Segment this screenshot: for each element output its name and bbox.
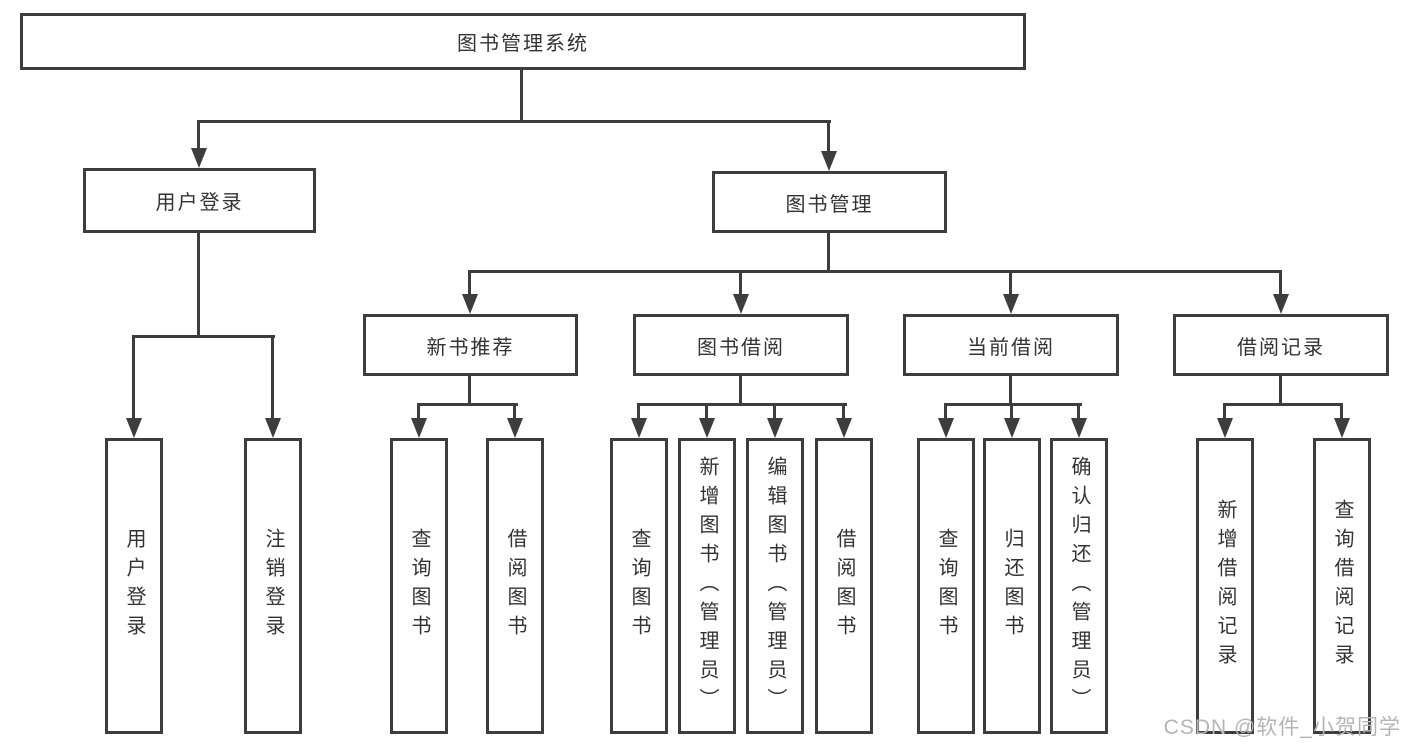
leaf-query-books-borrowing: 查询图书 [610, 438, 668, 734]
node-label: 借阅记录 [1237, 336, 1325, 359]
node-library-management-system: 图书管理系统 [20, 13, 1026, 70]
node-label: 借阅图书 [504, 528, 526, 644]
arrow-down-icon [1003, 294, 1019, 314]
leaf-return-books: 归还图书 [983, 438, 1041, 734]
connector-line [197, 233, 200, 338]
connector-line [637, 403, 847, 406]
arrow-down-icon [836, 418, 852, 438]
connector-line [513, 403, 516, 418]
connector-line [468, 376, 471, 406]
node-book-borrowing: 图书借阅 [633, 314, 849, 376]
connector-line [1223, 403, 1226, 418]
arrow-down-icon [1273, 294, 1289, 314]
node-label: 查询图书 [408, 528, 430, 644]
node-label: 图书管理 [785, 193, 874, 216]
connector-line [773, 403, 776, 418]
node-label: 确认归还（管理员） [1068, 455, 1090, 717]
leaf-edit-books-admin: 编辑图书（管理员） [746, 438, 804, 734]
node-label: 借阅图书 [833, 528, 855, 644]
arrow-down-icon [821, 151, 837, 171]
node-label: 新增借阅记录 [1214, 499, 1236, 673]
connector-line [468, 270, 471, 294]
arrow-down-icon [411, 418, 427, 438]
leaf-logout: 注销登录 [244, 438, 302, 734]
arrow-down-icon [1217, 418, 1233, 438]
leaf-confirm-return-admin: 确认归还（管理员） [1050, 438, 1108, 734]
leaf-query-borrow-record: 查询借阅记录 [1313, 438, 1371, 734]
connector-line [1223, 403, 1343, 406]
node-label: 新书推荐 [426, 336, 515, 359]
connector-line [1077, 403, 1080, 418]
arrow-down-icon [938, 418, 954, 438]
connector-line [132, 335, 135, 418]
node-label: 编辑图书（管理员） [764, 455, 786, 717]
connector-line [132, 335, 275, 338]
arrow-down-icon [191, 148, 207, 168]
connector-line [1010, 403, 1013, 418]
leaf-user-login: 用户登录 [105, 438, 163, 734]
connector-line [468, 270, 1282, 273]
connector-line [1009, 270, 1012, 294]
connector-line [417, 403, 518, 406]
node-label: 查询借阅记录 [1331, 499, 1353, 673]
connector-line [197, 120, 200, 152]
node-label: 图书管理系统 [457, 33, 589, 55]
connector-line [1009, 376, 1012, 406]
node-label: 用户登录 [155, 192, 244, 214]
arrow-down-icon [1004, 418, 1020, 438]
node-user-login: 用户登录 [83, 168, 316, 233]
node-label: 新增图书（管理员） [696, 455, 718, 717]
connector-line [637, 403, 640, 418]
connector-line [827, 120, 830, 153]
node-label: 注销登录 [262, 528, 284, 644]
arrow-down-icon [126, 418, 142, 438]
leaf-add-books-admin: 新增图书（管理员） [678, 438, 736, 734]
connector-line [520, 70, 523, 120]
watermark: CSDN @软件_小贺同学 [1163, 716, 1401, 739]
node-current-borrowing: 当前借阅 [903, 314, 1119, 376]
node-new-book-recommend: 新书推荐 [363, 314, 578, 376]
node-book-management: 图书管理 [712, 171, 947, 233]
connector-line [944, 403, 1082, 406]
arrow-down-icon [265, 418, 281, 438]
arrow-down-icon [507, 418, 523, 438]
connector-line [1279, 270, 1282, 294]
connector-line [739, 376, 742, 406]
node-label: 图书借阅 [697, 336, 785, 359]
connector-line [417, 403, 420, 418]
leaf-query-books-current: 查询图书 [917, 438, 975, 734]
connector-line [197, 120, 831, 123]
arrow-down-icon [767, 418, 783, 438]
connector-line [1279, 376, 1282, 406]
node-label: 归还图书 [1001, 528, 1023, 644]
node-label: 当前借阅 [967, 336, 1055, 359]
connector-line [739, 270, 742, 294]
node-label: 查询图书 [935, 528, 957, 644]
connector-line [271, 335, 274, 418]
connector-line [827, 233, 830, 273]
arrow-down-icon [462, 294, 478, 314]
leaf-borrow-books: 借阅图书 [815, 438, 873, 734]
leaf-add-borrow-record: 新增借阅记录 [1196, 438, 1254, 734]
node-borrow-records: 借阅记录 [1173, 314, 1389, 376]
connector-line [944, 403, 947, 418]
arrow-down-icon [699, 418, 715, 438]
connector-line [842, 403, 845, 418]
arrow-down-icon [1334, 418, 1350, 438]
arrow-down-icon [1071, 418, 1087, 438]
arrow-down-icon [631, 418, 647, 438]
arrow-down-icon [733, 294, 749, 314]
leaf-borrow-books-recommend: 借阅图书 [486, 438, 544, 734]
leaf-query-books-recommend: 查询图书 [390, 438, 448, 734]
connector-line [1340, 403, 1343, 418]
node-label: 用户登录 [123, 528, 145, 644]
connector-line [705, 403, 708, 418]
node-label: 查询图书 [628, 528, 650, 644]
